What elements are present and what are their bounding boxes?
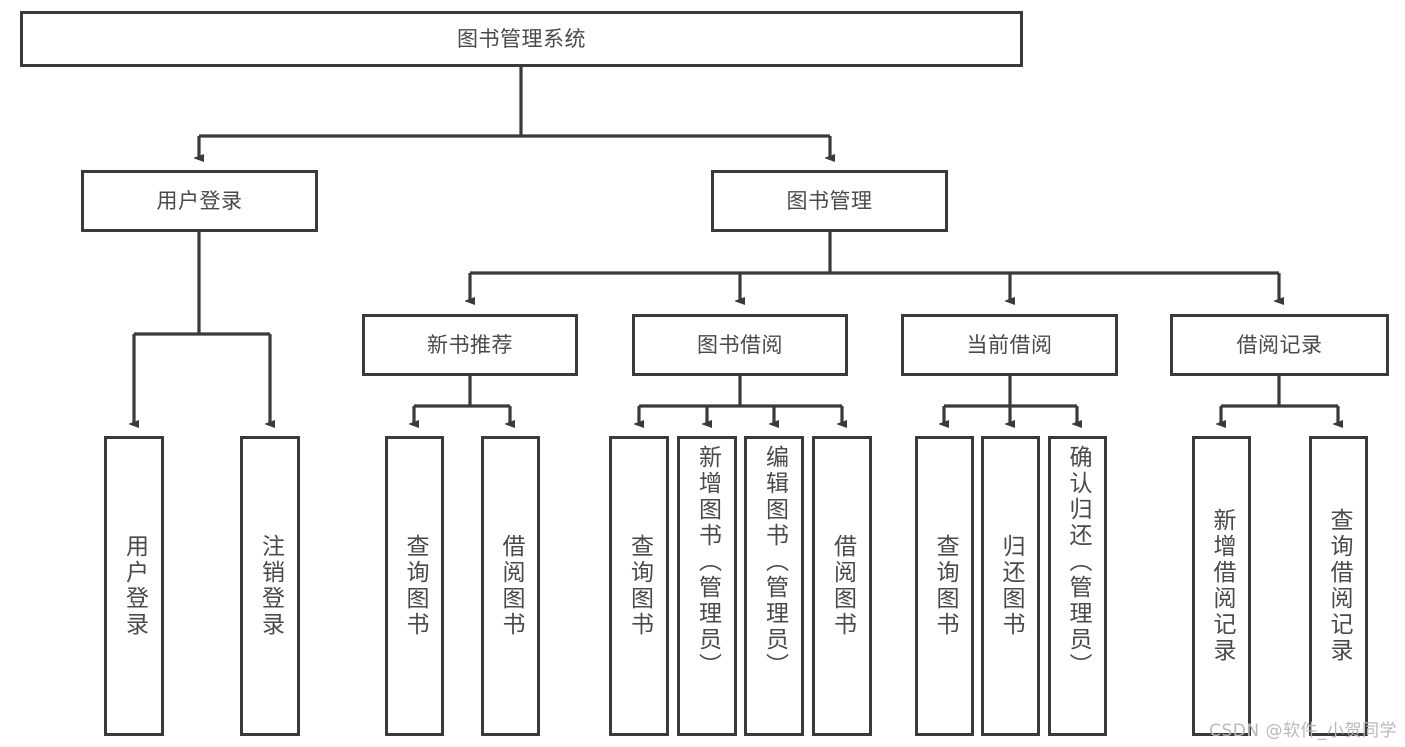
node-label: 新增图书（管理员） bbox=[694, 445, 721, 679]
leaf-current-confirm-return-admin[interactable]: 确认归还（管理员） bbox=[1048, 436, 1107, 736]
leaf-user-login-signin[interactable]: 用户登录 bbox=[104, 436, 164, 736]
node-label: 归还图书 bbox=[998, 534, 1024, 638]
leaf-user-login-signout[interactable]: 注销登录 bbox=[240, 436, 300, 736]
node-label: 用户登录 bbox=[121, 534, 148, 638]
leaf-record-add-borrow-record[interactable]: 新增借阅记录 bbox=[1192, 436, 1251, 736]
node-label: 借阅图书 bbox=[498, 534, 524, 638]
node-label: 编辑图书（管理员） bbox=[761, 445, 788, 679]
node-new-book-recommendation[interactable]: 新书推荐 bbox=[362, 314, 578, 376]
node-label: 图书管理系统 bbox=[457, 26, 586, 51]
node-label: 确认归还（管理员） bbox=[1065, 445, 1091, 679]
node-label: 用户登录 bbox=[156, 188, 243, 213]
leaf-current-return-books[interactable]: 归还图书 bbox=[981, 436, 1040, 736]
node-label: 新增借阅记录 bbox=[1209, 508, 1235, 664]
node-label: 新书推荐 bbox=[427, 332, 513, 357]
leaf-borrow-borrow-books[interactable]: 借阅图书 bbox=[812, 436, 872, 736]
node-label: 借阅图书 bbox=[829, 534, 856, 638]
node-borrowing-record[interactable]: 借阅记录 bbox=[1170, 314, 1389, 376]
leaf-current-query-books[interactable]: 查询图书 bbox=[915, 436, 974, 736]
leaf-borrow-query-books[interactable]: 查询图书 bbox=[609, 436, 669, 736]
leaf-newbook-borrow-books[interactable]: 借阅图书 bbox=[481, 436, 540, 736]
node-label: 图书借阅 bbox=[697, 332, 783, 357]
node-label: 注销登录 bbox=[257, 534, 284, 638]
node-label: 查询图书 bbox=[626, 534, 653, 638]
leaf-newbook-query-books[interactable]: 查询图书 bbox=[385, 436, 444, 736]
leaf-record-query-borrow-record[interactable]: 查询借阅记录 bbox=[1309, 436, 1368, 736]
node-root-book-management-system[interactable]: 图书管理系统 bbox=[20, 11, 1023, 67]
node-label: 当前借阅 bbox=[966, 332, 1053, 357]
node-label: 查询图书 bbox=[402, 534, 428, 638]
node-current-borrowing[interactable]: 当前借阅 bbox=[901, 314, 1118, 376]
csdn-watermark: CSDN @软件_小贺同学 bbox=[1209, 721, 1397, 741]
leaf-borrow-add-book-admin[interactable]: 新增图书（管理员） bbox=[677, 436, 737, 736]
node-label: 查询借阅记录 bbox=[1326, 508, 1352, 664]
node-user-login[interactable]: 用户登录 bbox=[81, 170, 318, 232]
leaf-borrow-edit-book-admin[interactable]: 编辑图书（管理员） bbox=[744, 436, 804, 736]
node-label: 查询图书 bbox=[932, 534, 958, 638]
node-label: 图书管理 bbox=[786, 188, 873, 213]
node-book-borrowing[interactable]: 图书借阅 bbox=[632, 314, 848, 376]
node-label: 借阅记录 bbox=[1236, 332, 1323, 357]
node-book-management[interactable]: 图书管理 bbox=[711, 170, 948, 232]
